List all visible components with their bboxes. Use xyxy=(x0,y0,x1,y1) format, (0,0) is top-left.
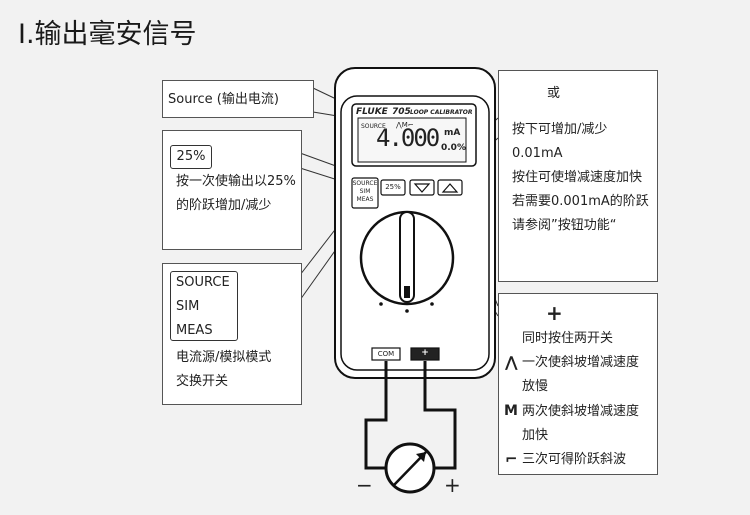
meter-model: 705 xyxy=(392,107,411,117)
mode-line-2: 交换开关 xyxy=(176,374,229,389)
meter-source-tag: SOURCE xyxy=(361,123,386,130)
meter-buttons xyxy=(351,177,463,209)
callout-source xyxy=(162,80,314,118)
arrows-line-1: 按下可增加/减少 xyxy=(512,122,608,137)
combo-line-1: 同时按住两开关 xyxy=(522,331,614,346)
meter-mode-3: MEAS xyxy=(356,196,374,203)
meter-unit: mA xyxy=(444,128,461,138)
step-line-2: 的阶跃增加/减少 xyxy=(176,198,272,213)
mode-option-source: SOURCE xyxy=(176,275,230,290)
meter-subtitle: LOOP CALIBRATOR xyxy=(410,109,473,116)
circuit-minus: − xyxy=(356,473,373,497)
meter-jack-plus: + xyxy=(421,348,429,358)
step-button-icon: 25% xyxy=(170,145,212,169)
combo-item-1-line-2: 放慢 xyxy=(522,379,549,394)
combo-item-1-line-1: 一次使斜坡增减速度 xyxy=(522,355,640,370)
combo-item-2-line-1: 两次使斜坡增减速度 xyxy=(522,404,640,419)
arrows-line-5: 请参阅”按钮功能“ xyxy=(512,218,617,233)
callout-arrows xyxy=(498,70,658,282)
circuit-wires xyxy=(364,361,457,470)
arrows-or: 或 xyxy=(547,86,561,101)
combo-item-3-line-1: 三次可得阶跃斜波 xyxy=(522,452,627,467)
page-title: I.输出毫安信号 xyxy=(18,19,197,50)
meter-percent: 0.0% xyxy=(441,143,466,153)
step-line-1: 按一次使输出以25% xyxy=(176,174,296,189)
meter-ramp-symbol: ⋀M⌐ xyxy=(396,121,414,129)
meter-brand: FLUKE xyxy=(356,107,388,117)
mode-option-meas: MEAS xyxy=(176,323,213,338)
combo-item-1-symbol: ⋀ xyxy=(505,353,518,371)
combo-item-2-line-2: 加快 xyxy=(522,428,549,443)
source-label: Source (输出电流) xyxy=(168,92,279,107)
arrows-line-2: 0.01mA xyxy=(512,146,563,161)
meter-jack-com: COM xyxy=(377,350,395,358)
arrows-line-3: 按住可使增减速度加快 xyxy=(512,170,643,185)
combo-item-2-symbol: M xyxy=(504,403,518,419)
mode-options-box xyxy=(170,271,238,341)
circuit-plus: + xyxy=(444,473,461,497)
meter-mode-2: SIM xyxy=(359,188,371,195)
combo-plus: + xyxy=(546,301,563,325)
arrows-line-4: 若需要0.001mA的阶跃 xyxy=(512,194,649,209)
callout-combo xyxy=(498,293,658,475)
meter-reading: 4.000 xyxy=(376,124,440,152)
meter-step-label: 25% xyxy=(385,183,401,191)
mode-option-sim: SIM xyxy=(176,299,200,314)
meter-up-icon xyxy=(441,183,459,193)
combo-item-3-symbol: ⌐ xyxy=(505,450,518,468)
meter-mode-1: SOURCE xyxy=(352,180,378,187)
mode-line-1: 电流源/模拟模式 xyxy=(176,350,272,365)
meter-down-icon xyxy=(413,183,431,193)
meter-body xyxy=(334,67,496,379)
callout-step xyxy=(162,130,302,250)
